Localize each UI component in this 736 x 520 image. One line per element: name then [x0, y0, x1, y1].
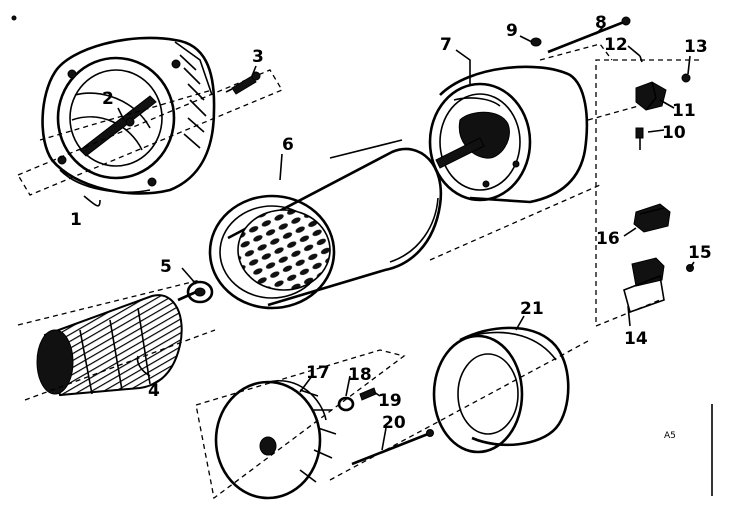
clip-part-10 — [635, 127, 644, 150]
nut-part-9 — [530, 37, 542, 47]
pin-part-12 — [639, 55, 643, 63]
guide-line-lower-right — [329, 339, 591, 481]
washer-part-18 — [337, 396, 355, 412]
end-housing-part-1 — [41, 36, 216, 195]
fan-shroud-part-21 — [432, 326, 570, 454]
callout-7: 7 — [440, 35, 452, 55]
callout-19: 19 — [378, 391, 402, 411]
callout-10: 10 — [662, 123, 686, 143]
guide-lines-rotor — [17, 279, 216, 401]
callout-11: 11 — [672, 101, 696, 121]
callout-2: 2 — [102, 89, 114, 109]
switch-cover-part-16 — [633, 203, 671, 233]
callout-13: 13 — [684, 37, 708, 57]
axis-line-part-1 — [39, 89, 213, 141]
rotor-part-4 — [36, 290, 197, 397]
bearing-part-5 — [186, 280, 214, 304]
bracket-part-14 — [623, 257, 665, 314]
screw-part-19 — [359, 387, 377, 401]
guide-box-lower — [195, 349, 406, 500]
callout-1: 1 — [70, 210, 82, 230]
callout-18: 18 — [348, 365, 372, 385]
callout-16: 16 — [596, 229, 620, 249]
callout-20: 20 — [382, 413, 406, 433]
guide-box-upper-left — [17, 69, 283, 196]
callout-14: 14 — [624, 329, 648, 349]
end-bell-part-7 — [428, 65, 589, 204]
corner-code: A5 — [664, 431, 676, 441]
callout-4: 4 — [148, 381, 160, 401]
fan-part-17 — [214, 380, 337, 500]
callout-8: 8 — [595, 13, 607, 33]
rod-part-8 — [547, 16, 631, 54]
callout-3: 3 — [252, 47, 264, 67]
terminal-block-part-11 — [635, 81, 667, 111]
registration-dot — [11, 15, 17, 21]
callout-12: 12 — [604, 35, 628, 55]
callout-5: 5 — [160, 257, 172, 277]
callout-6: 6 — [282, 135, 294, 155]
guide-lines-upper-right — [539, 43, 661, 121]
screw-part-13 — [681, 73, 691, 83]
callout-17: 17 — [306, 363, 330, 383]
callout-15: 15 — [688, 243, 712, 263]
callout-9: 9 — [506, 21, 518, 41]
screw-part-3 — [225, 71, 261, 95]
callout-21: 21 — [520, 299, 544, 319]
shaft-part-20 — [351, 429, 434, 466]
leader-lines — [83, 25, 695, 451]
stator-housing-part-6 — [208, 139, 443, 310]
